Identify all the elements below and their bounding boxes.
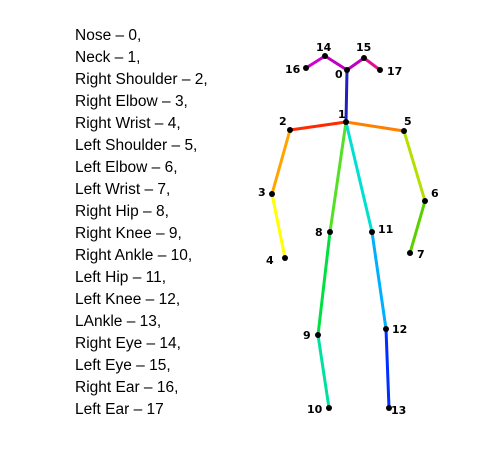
keypoint-2: [287, 127, 293, 133]
bone-3-4: [270, 192, 287, 260]
keypoint-15: [361, 55, 367, 61]
keypoint-label-6: 6: [431, 187, 439, 200]
bone-0-1: [344, 68, 349, 124]
legend-item-neck: Neck – 1,: [75, 49, 141, 66]
keypoint-14: [322, 53, 328, 59]
keypoint-label-1: 1: [338, 108, 346, 121]
keypoint-13: [386, 405, 392, 411]
keypoint-12: [383, 326, 389, 332]
keypoint-label-4: 4: [266, 254, 274, 267]
bone-12-13: [384, 327, 391, 410]
legend-item-right-hip: Right Hip – 8,: [75, 203, 169, 220]
legend-item-nose: Nose – 0,: [75, 27, 142, 44]
keypoint-label-12: 12: [392, 323, 407, 336]
legend-item-right-ear: Right Ear – 16,: [75, 379, 179, 396]
keypoint-label-11: 11: [378, 223, 393, 236]
bone-2-3: [270, 128, 292, 196]
legend-item-right-elbow: Right Elbow – 3,: [75, 93, 188, 110]
bone-9-10: [316, 333, 331, 410]
keypoint-label-15: 15: [356, 41, 371, 54]
keypoint-5: [401, 128, 407, 134]
bones: [270, 54, 427, 410]
legend-item-left-wrist: Left Wrist – 7,: [75, 181, 171, 198]
bone-5-6: [402, 129, 427, 203]
legend-item-left-shoulder: Left Shoulder – 5,: [75, 137, 198, 154]
legend-item-right-shoulder: Right Shoulder – 2,: [75, 71, 208, 88]
legend-item-right-knee: Right Knee – 9,: [75, 225, 182, 242]
bone-0-15: [345, 56, 366, 72]
keypoint-11: [369, 229, 375, 235]
legend-item-left-knee: Left Knee – 12,: [75, 291, 181, 308]
keypoint-label-13: 13: [391, 404, 406, 417]
keypoint-10: [326, 405, 332, 411]
bone-15-17: [362, 56, 382, 72]
legend-item-right-eye: Right Eye – 14,: [75, 335, 181, 352]
keypoint-label-10: 10: [307, 403, 323, 416]
keypoint-9: [315, 332, 321, 338]
keypoint-label-3: 3: [258, 186, 266, 199]
keypoints: [269, 53, 428, 411]
bone-1-11: [344, 120, 374, 234]
keypoint-17: [377, 67, 383, 73]
legend-item-left-hip: Left Hip – 11,: [75, 269, 167, 286]
keypoint-6: [422, 198, 428, 204]
legend-item-left-eye: Left Eye – 15,: [75, 357, 171, 374]
keypoint-16: [303, 65, 309, 71]
keypoint-0: [344, 67, 350, 73]
keypoint-3: [269, 191, 275, 197]
bone-14-16: [304, 54, 327, 70]
bone-6-7: [408, 199, 427, 255]
bone-1-8: [328, 120, 348, 234]
bone-1-5: [344, 120, 406, 133]
legend-item-left-elbow: Left Elbow – 6,: [75, 159, 178, 176]
keypoint-label-7: 7: [417, 248, 425, 261]
keypoint-label-8: 8: [315, 226, 323, 239]
keypoint-1: [343, 119, 349, 125]
keypoint-label-0: 0: [335, 68, 343, 81]
keypoint-label-17: 17: [387, 65, 402, 78]
keypoint-8: [327, 229, 333, 235]
keypoint-label-2: 2: [279, 115, 287, 128]
bone-0-14: [323, 54, 349, 72]
keypoint-7: [407, 250, 413, 256]
keypoint-4: [282, 255, 288, 261]
legend-item-left-ear: Left Ear – 17: [75, 401, 164, 418]
bone-1-2: [288, 120, 348, 132]
legend-item-right-ankle: Right Ankle – 10,: [75, 247, 193, 264]
keypoint-label-14: 14: [316, 41, 332, 54]
bone-11-12: [370, 230, 388, 331]
keypoint-label-5: 5: [404, 115, 412, 128]
legend-item-left-ankle: LAnkle – 13,: [75, 313, 162, 330]
keypoint-label-9: 9: [303, 329, 311, 342]
keypoint-label-16: 16: [285, 63, 301, 76]
keypoint-legend: Nose – 0, Neck – 1, Right Shoulder – 2, …: [75, 25, 208, 421]
bone-8-9: [316, 230, 332, 337]
legend-item-right-wrist: Right Wrist – 4,: [75, 115, 181, 132]
